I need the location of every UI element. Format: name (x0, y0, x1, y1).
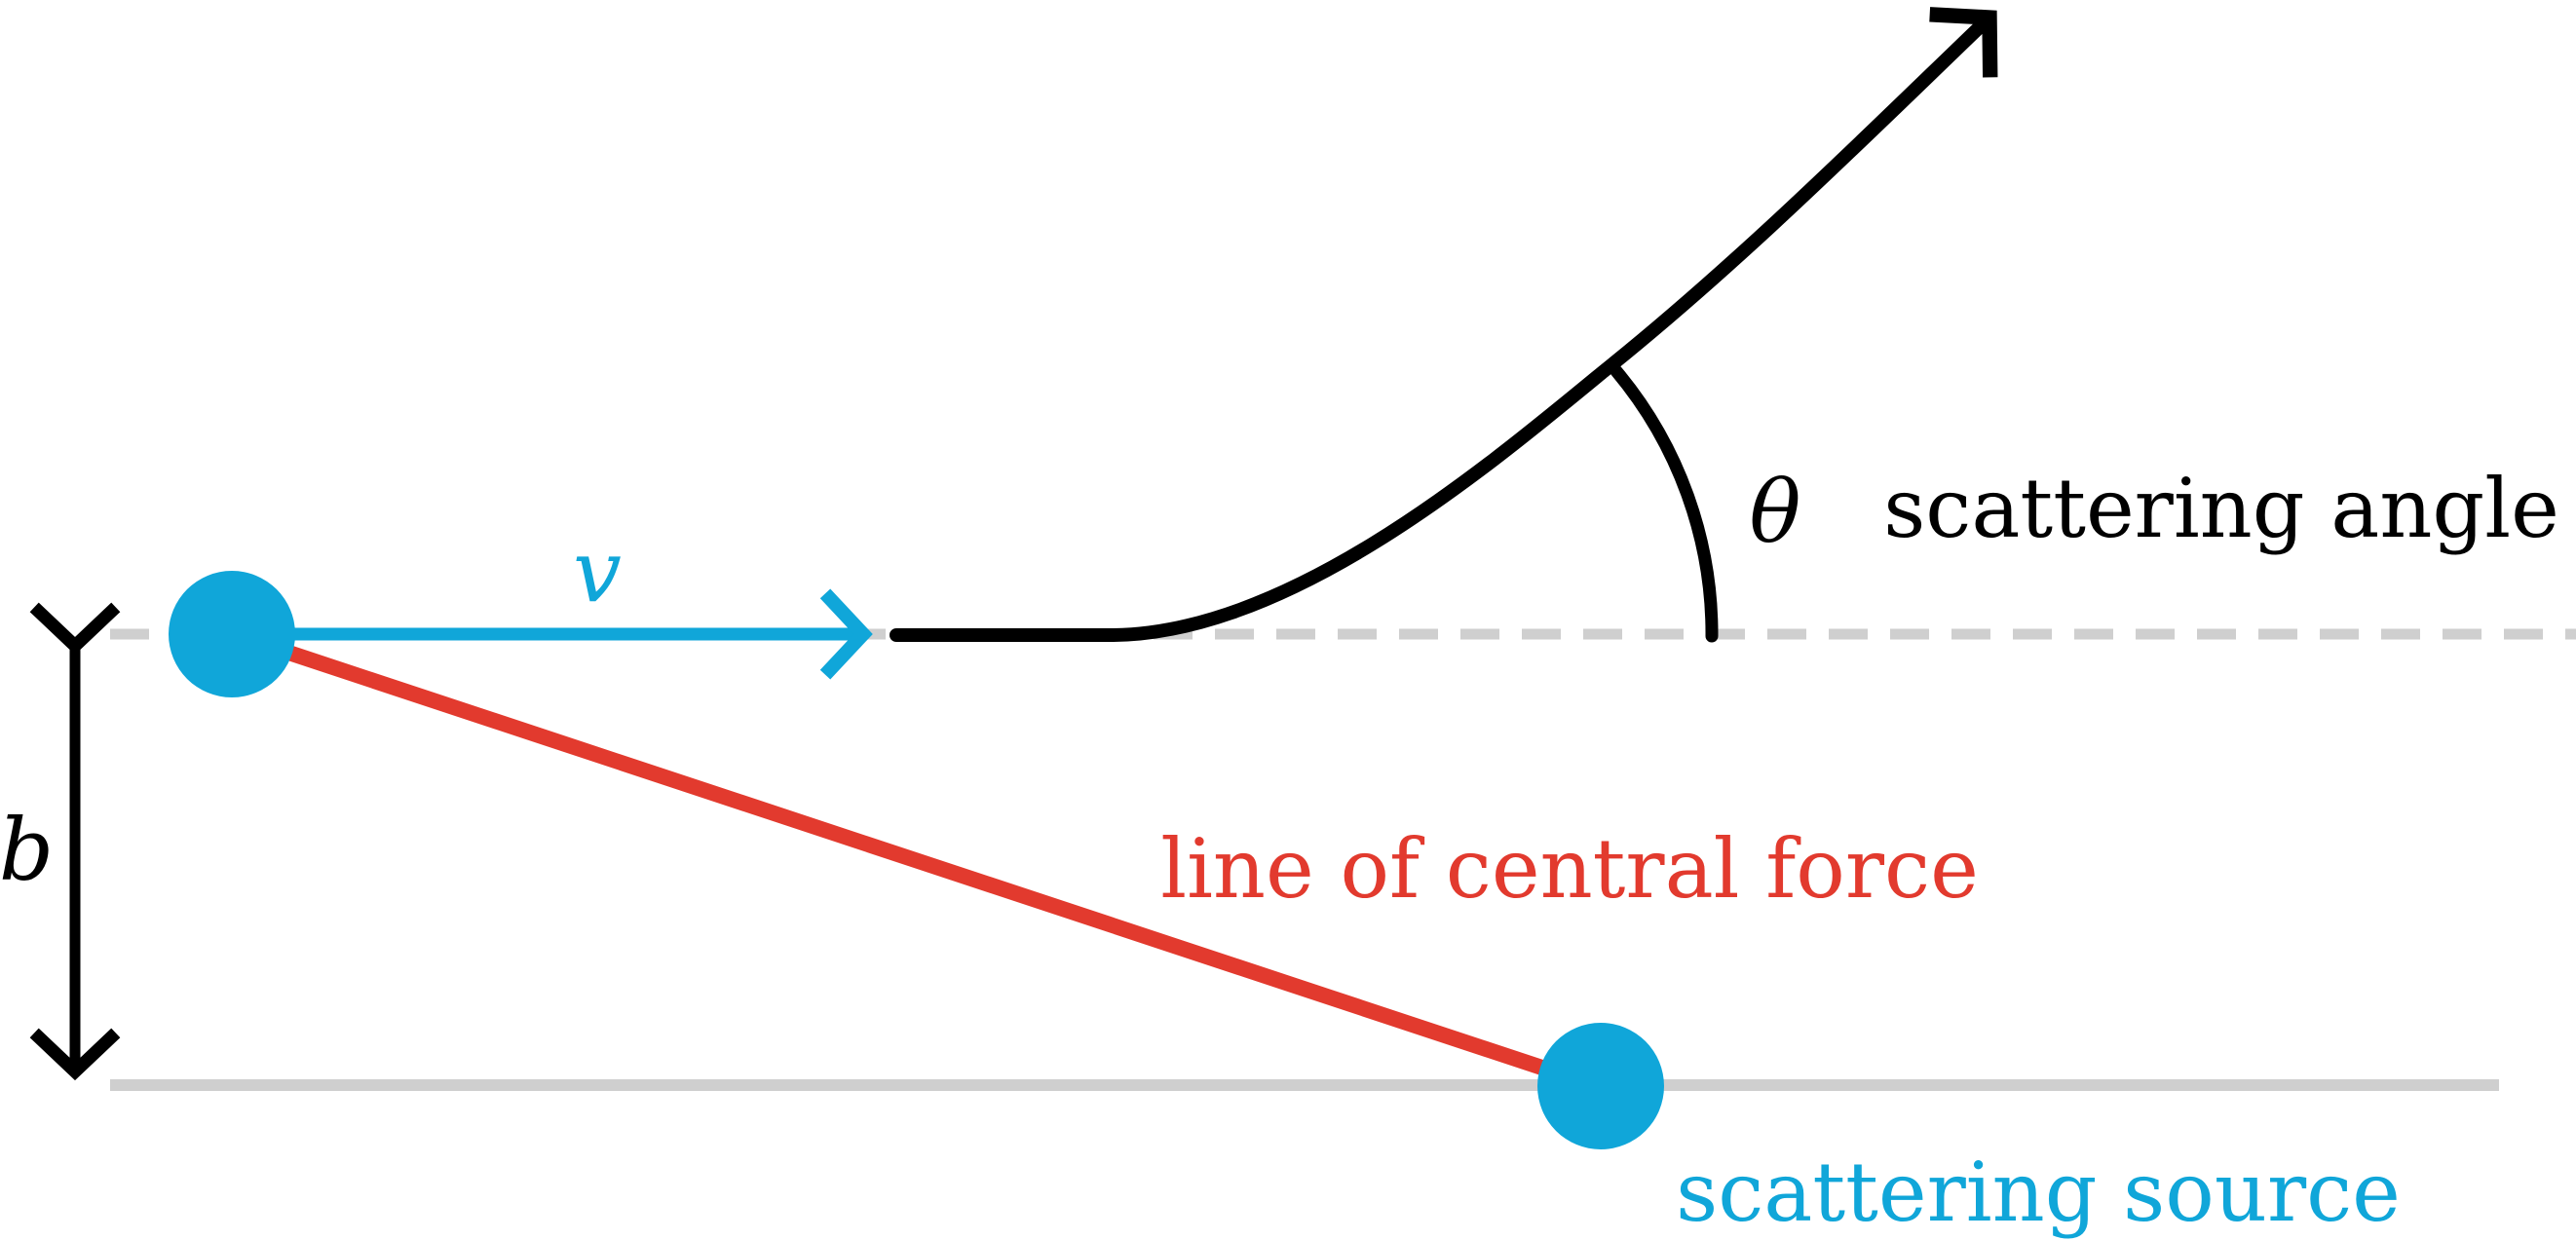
trajectory-arrow (890, 7, 1998, 642)
scattering-source-label: scattering source (1676, 1145, 2401, 1240)
scattering-angle-arc (1610, 364, 1719, 643)
theta-label: θ (1750, 462, 1801, 562)
velocity-label: v (573, 521, 622, 621)
scattering-angle-label: scattering angle (1883, 461, 2559, 556)
line-of-central-force (236, 628, 1604, 1095)
impact-parameter-label: b (0, 800, 54, 900)
scattering-source-dot (1537, 1023, 1664, 1149)
incident-particle-dot (169, 571, 295, 697)
line-of-central-force-label: line of central force (1160, 821, 1979, 917)
